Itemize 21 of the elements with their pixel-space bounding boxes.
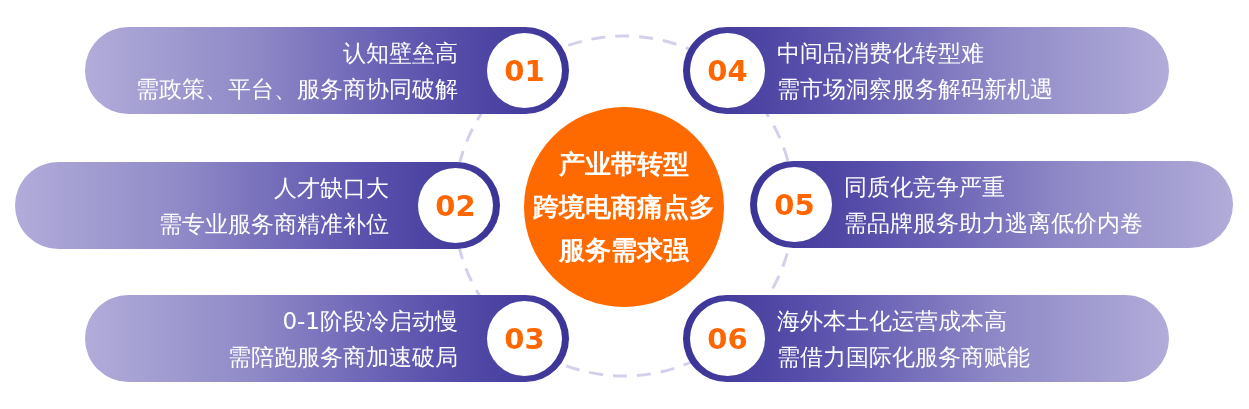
hub-title-line: 跨境电商痛点多	[533, 190, 715, 224]
pill-description: 需陪跑服务商加速破局	[228, 342, 458, 372]
pill-heading: 中间品消费化转型难	[777, 38, 984, 68]
number-badge: 01	[487, 33, 562, 108]
pill-description: 需政策、平台、服务商协同破解	[136, 74, 458, 104]
number-badge: 03	[487, 301, 562, 376]
hub-title-line: 产业带转型	[559, 147, 689, 181]
pill-heading: 同质化竞争严重	[844, 172, 1005, 202]
pill-description: 需市场洞察服务解码新机遇	[777, 74, 1053, 104]
pill-heading: 认知壁垒高	[343, 38, 458, 68]
pill-description: 需借力国际化服务商赋能	[777, 342, 1030, 372]
pill-heading: 海外本土化运营成本高	[777, 306, 1007, 336]
number-badge: 06	[690, 301, 765, 376]
pill-heading: 0-1阶段冷启动慢	[282, 306, 458, 336]
pill-description: 需品牌服务助力逃离低价内卷	[844, 208, 1143, 238]
number-badge: 04	[690, 33, 765, 108]
number-badge: 05	[757, 167, 832, 242]
pill-description: 需专业服务商精准补位	[159, 209, 389, 239]
hub-title-line: 服务需求强	[559, 233, 689, 267]
pill-heading: 人才缺口大	[274, 173, 389, 203]
number-badge: 02	[418, 168, 493, 243]
